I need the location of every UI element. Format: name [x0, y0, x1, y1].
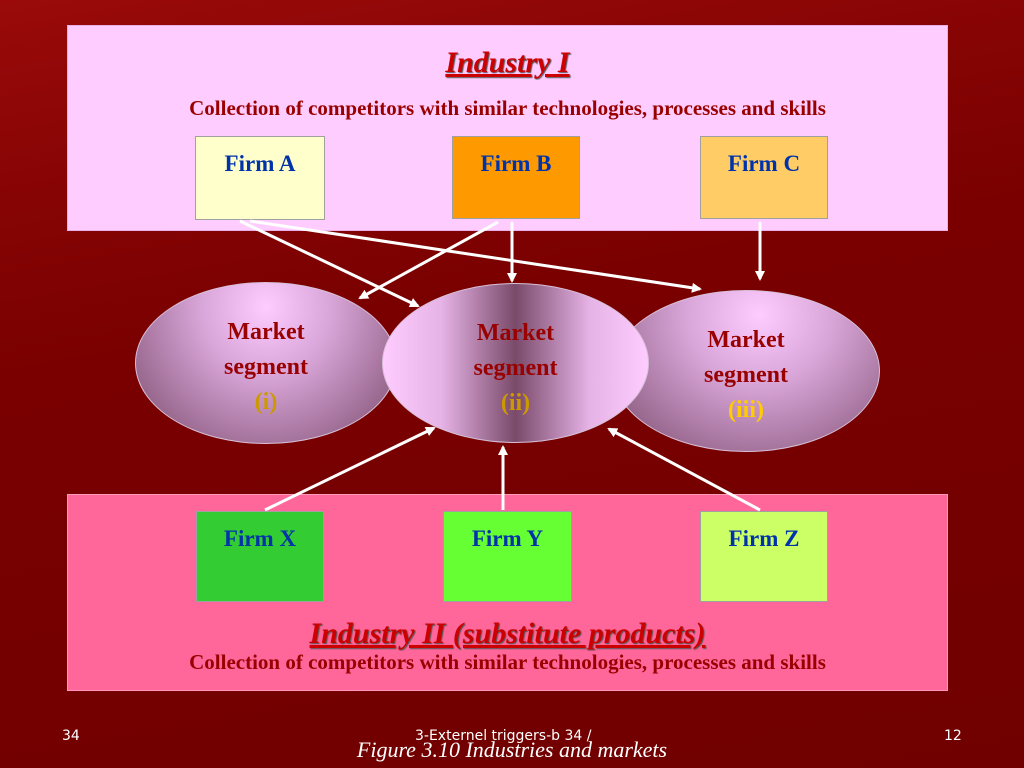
segment-i-number: (i): [254, 389, 278, 415]
firm-c-box: Firm C: [700, 136, 828, 219]
firm-b-box: Firm B: [452, 136, 580, 219]
firm-z-box: Firm Z: [700, 511, 828, 602]
figure-caption: Figure 3.10 Industries and markets: [356, 737, 668, 762]
arrow-firm-x-to-segment-ii: [264, 426, 436, 512]
industry-two-title: Industry II (substitute products): [309, 617, 706, 650]
segment-iii-line2: segment: [704, 362, 788, 388]
industry-two-description: Collection of competitors with similar t…: [189, 650, 826, 674]
market-segment-ii: Market segment (ii): [382, 283, 649, 443]
footer-page-number: 12: [944, 728, 962, 744]
industry-one-description: Collection of competitors with similar t…: [189, 96, 826, 120]
industry-one-title: Industry I: [445, 46, 570, 79]
firm-x-box: Firm X: [196, 511, 324, 602]
segment-iii-line1: Market: [707, 327, 785, 353]
segment-iii-number: (iii): [728, 397, 764, 423]
footer-title: 3-Externel triggers-b 34 /: [415, 728, 592, 744]
arrow-firm-z-to-segment-ii: [607, 427, 761, 512]
segment-i-line2: segment: [224, 354, 308, 380]
segment-ii-number: (ii): [500, 390, 531, 416]
arrow-firm-a-to-segment-ii: [239, 219, 420, 308]
segment-i-line1: Market: [227, 319, 305, 345]
segment-ii-line1: Market: [476, 320, 555, 346]
market-segment-i: Market segment (i): [135, 282, 397, 444]
firm-a-box: Firm A: [195, 136, 325, 220]
firm-y-box: Firm Y: [443, 511, 572, 602]
arrow-firm-a-to-segment-iii: [249, 219, 702, 293]
arrow-firm-b-to-segment-i: [358, 220, 499, 300]
market-segment-iii: Market segment (iii): [612, 290, 880, 452]
segment-ii-line2: segment: [473, 355, 558, 381]
footer-slide-number: 34: [62, 728, 80, 744]
